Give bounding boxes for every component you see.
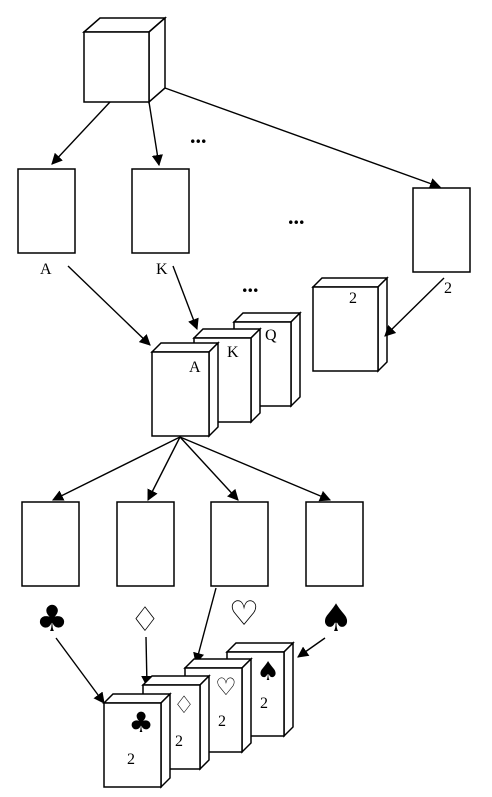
edge-ace-to-diamonds	[147, 436, 181, 501]
clubs-icon: ♣	[36, 599, 68, 640]
rank-card-queen-label: Q	[265, 327, 277, 344]
edge-ace-to-clubs	[51, 436, 181, 501]
edge-hearts-card-to-stack	[193, 587, 217, 665]
rank-box-two: 2	[311, 276, 389, 373]
card-suit-spades	[305, 501, 364, 587]
edge-root-to-two	[164, 87, 442, 189]
label-level1-ace: A	[40, 261, 52, 278]
final-diamonds-icon: ♢	[173, 691, 195, 719]
ellipsis-lower: ...	[242, 272, 259, 297]
rank-card-ace-label: A	[189, 359, 201, 376]
diamonds-icon: ♢	[130, 600, 160, 640]
rank-box-two-label: 2	[349, 290, 357, 307]
edge-root-to-ace	[51, 101, 111, 165]
edge-ace-to-stack	[67, 265, 151, 346]
rank-card-king-label: K	[227, 344, 239, 361]
final-card-clubs-two: ♣ 2	[102, 692, 172, 789]
edge-two-to-box	[384, 277, 445, 337]
card-suit-diamonds	[116, 501, 175, 587]
final-diamonds-rank: 2	[175, 733, 183, 750]
ellipsis-middle: ...	[288, 204, 305, 229]
card-suit-clubs	[21, 501, 80, 587]
edge-root-to-king	[148, 101, 163, 167]
root-cube	[82, 16, 167, 104]
final-spades-rank: 2	[260, 695, 268, 712]
hearts-icon: ♡	[229, 594, 259, 634]
edge-king-to-stack	[172, 265, 199, 331]
label-level1-two: 2	[444, 280, 452, 297]
final-hearts-rank: 2	[218, 713, 226, 730]
edge-spades-to-stack	[297, 637, 326, 658]
edge-clubs-to-stack	[55, 637, 105, 704]
final-hearts-icon: ♡	[215, 673, 237, 701]
spades-icon: ♠	[319, 596, 353, 640]
card-level1-two	[412, 187, 471, 273]
card-suit-hearts	[210, 501, 269, 587]
edge-ace-to-spades	[179, 436, 332, 502]
rank-card-ace: A	[150, 341, 220, 438]
edge-ace-to-hearts	[179, 436, 239, 501]
edge-diamonds-to-stack	[141, 636, 153, 688]
ellipsis-top: ...	[190, 123, 207, 148]
label-level1-king: K	[156, 261, 168, 278]
card-level1-king	[131, 168, 190, 254]
final-clubs-icon: ♣	[128, 706, 153, 739]
final-spades-icon: ♠	[256, 657, 279, 687]
final-clubs-rank: 2	[127, 751, 135, 768]
card-level1-ace	[17, 168, 76, 254]
